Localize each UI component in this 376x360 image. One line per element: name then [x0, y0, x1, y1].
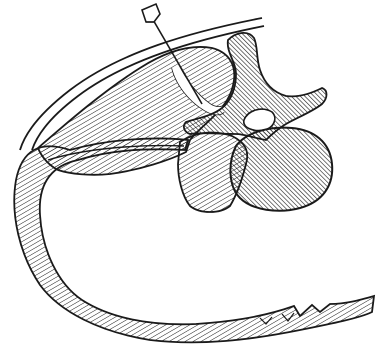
vertebral-body	[230, 128, 332, 211]
syringe-hub-icon	[142, 4, 160, 22]
